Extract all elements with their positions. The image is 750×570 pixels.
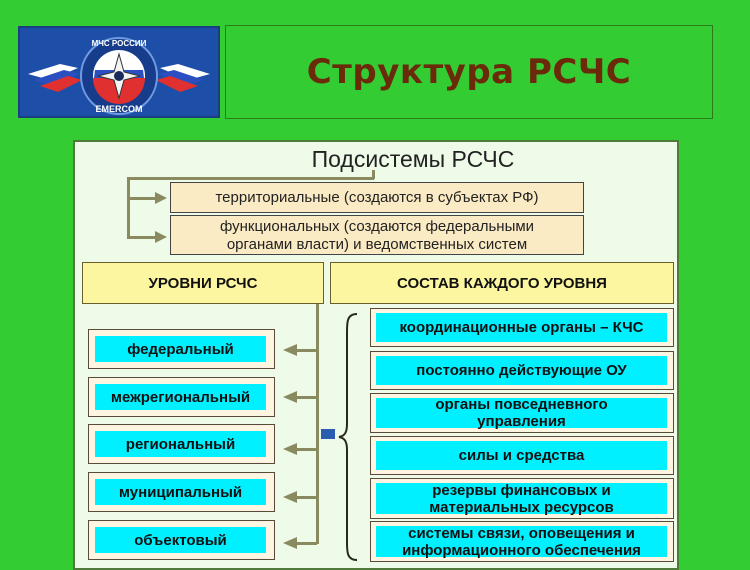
levels-connector-vertical	[316, 304, 319, 544]
diagram-panel: Подсистемы РСЧС территориальные (создают…	[73, 140, 679, 570]
arrow-left-icon	[283, 443, 297, 455]
subsystem-connector-top	[127, 177, 374, 180]
arrow-line	[297, 396, 317, 399]
levels-header: УРОВНИ РСЧС	[82, 262, 324, 304]
arrow-line	[297, 349, 317, 352]
subsystem-territorial: территориальные (создаются в субъектах Р…	[170, 182, 584, 213]
emercom-logo: МЧС РОССИИ EMERCOM	[18, 26, 220, 118]
subsystem-functional-line1: функциональных (создаются федеральными	[219, 218, 535, 235]
arrow-left-icon	[283, 491, 297, 503]
level-interregional: межрегиональный	[88, 377, 275, 417]
arrow-line	[297, 448, 317, 451]
subsystems-title: Подсистемы РСЧС	[311, 146, 515, 172]
arrow-left-icon	[283, 391, 297, 403]
flag-wing-left-icon	[28, 64, 82, 92]
composition-permanent: постоянно действующие ОУ	[370, 351, 674, 390]
flag-wing-right-icon	[156, 64, 210, 92]
emercom-emblem-icon: МЧС РОССИИ EMERCOM	[28, 37, 210, 115]
level-regional: региональный	[88, 424, 275, 464]
curly-brace-icon	[338, 313, 358, 561]
composition-coordination: координационные органы – КЧС	[370, 308, 674, 347]
level-object: объектовый	[88, 520, 275, 560]
arrow-line	[297, 496, 317, 499]
arrow-line-territorial	[127, 197, 157, 200]
subsystem-connector-stub	[372, 170, 375, 179]
marker-icon	[321, 429, 335, 439]
level-federal: федеральный	[88, 329, 275, 369]
subsystem-functional: функциональных (создаются федеральными о…	[170, 215, 584, 255]
page-title: Структура РСЧС	[306, 52, 632, 92]
svg-text:МЧС РОССИИ: МЧС РОССИИ	[92, 39, 147, 48]
title-box: Структура РСЧС	[225, 25, 713, 119]
arrow-left-icon	[283, 344, 297, 356]
level-municipal: муниципальный	[88, 472, 275, 512]
arrow-left-icon	[283, 537, 297, 549]
composition-forces: силы и средства	[370, 436, 674, 475]
arrow-line-functional	[127, 236, 157, 239]
subsystem-functional-line2: органами власти) и ведомственных систем	[226, 236, 528, 253]
arrow-right-icon	[155, 231, 167, 243]
svg-text:EMERCOM: EMERCOM	[96, 104, 143, 114]
arrow-line	[297, 542, 317, 545]
subsystem-connector-vertical	[127, 177, 130, 239]
arrow-right-icon	[155, 192, 167, 204]
composition-header: СОСТАВ КАЖДОГО УРОВНЯ	[330, 262, 674, 304]
